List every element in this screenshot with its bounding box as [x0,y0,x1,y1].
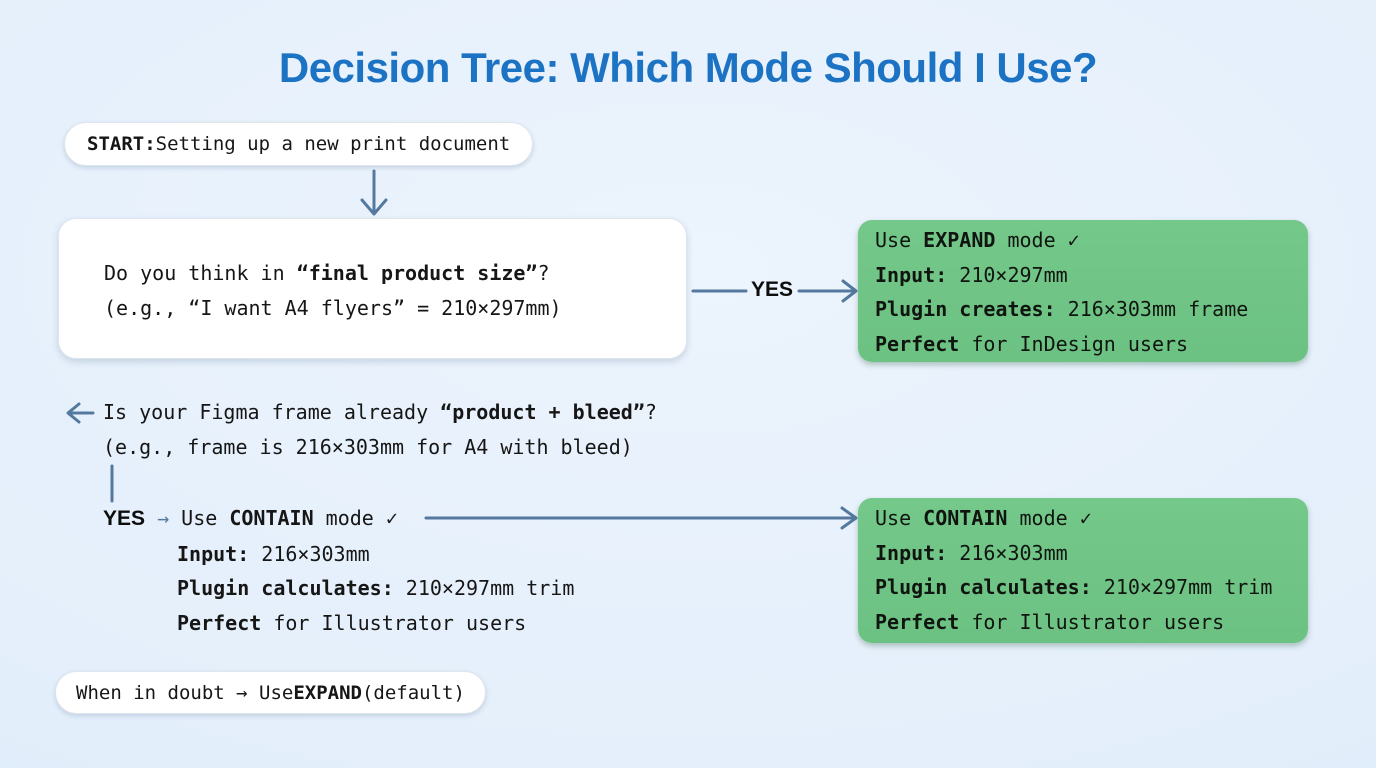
expand-line-1: Use EXPAND mode ✓ [875,228,1080,252]
down-arrow-icon [360,169,388,216]
long-right-arrow-icon [424,506,858,530]
contain-branch-line-4: Perfect for Illustrator users [177,611,527,636]
right-arrow-icon [797,279,858,303]
question-product-bleed-node: Is your Figma frame already “product + b… [103,395,657,465]
right-arrow-glyph-icon: → [157,506,170,530]
question2-line-2: (e.g., frame is 216×303mm for A4 with bl… [103,435,633,459]
start-node: START: Setting up a new print document [64,122,534,166]
note-bold: EXPAND [293,681,362,704]
contain-result-node: Use CONTAIN mode ✓ Input: 216×303mm Plug… [858,498,1308,643]
note-pre: When in doubt → Use [76,681,294,704]
note-post: (default) [361,681,465,704]
connector-line-icon [691,289,748,293]
expand-line-4: Perfect for InDesign users [875,331,1189,356]
start-label: START: [87,133,156,155]
yes-label-top: YES [751,278,794,301]
yes-label-contain: YES [103,507,146,530]
contain-line-3: Plugin calculates: 210×297mm trim [875,575,1273,599]
contain-line-1: Use CONTAIN mode ✓ [875,506,1092,530]
left-arrow-icon [66,402,95,424]
contain-line-4: Perfect for Illustrator users [875,609,1225,634]
question-line-2: (e.g., “I want A4 flyers” = 210×297mm) [104,296,562,320]
contain-line-2: Input: 216×303mm [875,540,1068,565]
question2-line-1: Is your Figma frame already “product + b… [103,400,657,424]
contain-branch-line-3: Plugin calculates: 210×297mm trim [177,576,575,601]
vertical-connector-icon [110,464,114,503]
expand-line-3: Plugin creates: 216×303mm frame [875,297,1249,321]
contain-branch-line-1: YES → Use CONTAIN mode ✓ [103,506,398,530]
contain-branch-line-2: Input: 216×303mm [177,541,370,566]
expand-line-2: Input: 210×297mm [875,262,1068,287]
page-title: Decision Tree: Which Mode Should I Use? [278,44,1098,91]
question-final-size-node: Do you think in “final product size”? (e… [58,218,687,359]
expand-result-node: Use EXPAND mode ✓ Input: 210×297mm Plugi… [858,220,1308,362]
contain-branch-node: YES → Use CONTAIN mode ✓ Input: 216×303m… [103,501,574,641]
right-arrow-glyph [145,506,157,530]
question-line-1: Do you think in “final product size”? [104,261,550,285]
start-text: Setting up a new print document [155,133,511,155]
default-note-node: When in doubt → Use EXPAND (default) [55,671,486,714]
